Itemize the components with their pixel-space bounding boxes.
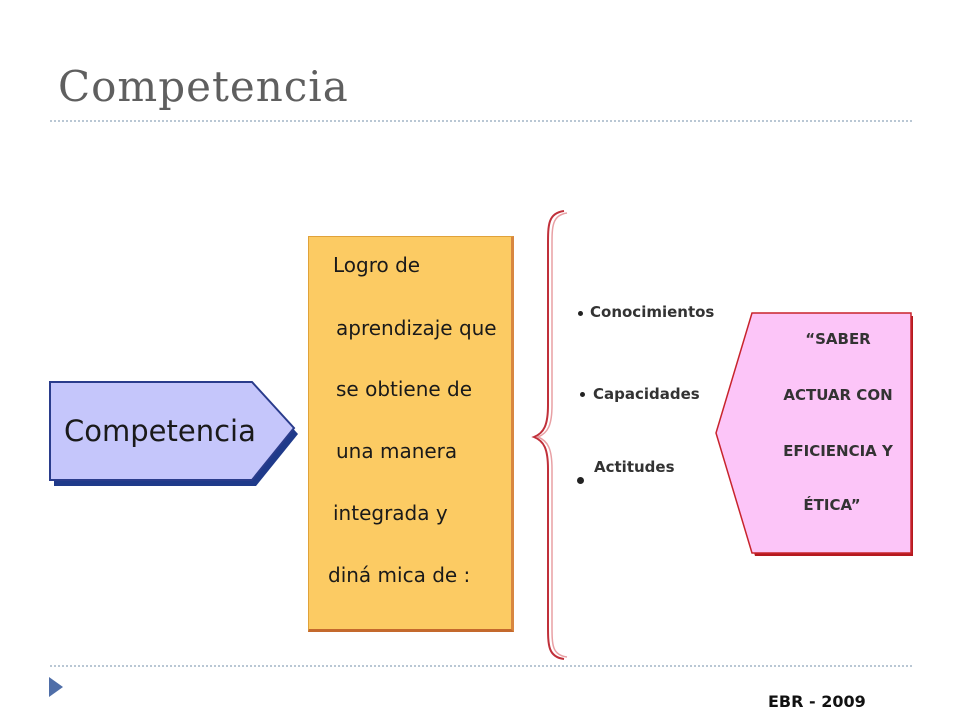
result-line: ÉTICA”	[803, 496, 861, 514]
title-divider	[50, 120, 912, 122]
slide-title: Competencia	[58, 62, 349, 111]
definition-line: integrada y	[333, 501, 448, 525]
footer-text: EBR - 2009	[768, 692, 866, 711]
definition-line: Logro de	[333, 253, 421, 277]
competencia-label: Competencia	[64, 414, 256, 448]
bullet-icon	[577, 477, 584, 484]
result-line: ACTUAR CON	[783, 386, 893, 404]
definition-line: diná mica de :	[328, 563, 471, 587]
component-item: Actitudes	[594, 458, 675, 476]
component-item: Conocimientos	[590, 303, 715, 321]
component-item: Capacidades	[593, 385, 700, 403]
result-shape	[715, 312, 913, 556]
bullet-icon	[578, 311, 583, 316]
definition-line: aprendizaje que	[336, 316, 497, 340]
definition-line: se obtiene de	[336, 377, 473, 401]
footer-divider	[50, 665, 912, 667]
competencia-arrow-shape	[49, 381, 298, 486]
definition-line: una manera	[336, 439, 458, 463]
result-line: EFICIENCIA Y	[783, 442, 893, 460]
curly-brace-shape	[531, 210, 568, 660]
definition-box	[308, 236, 514, 632]
triangle-right-icon[interactable]	[48, 676, 64, 698]
result-line: “SABER	[805, 330, 871, 348]
bullet-icon	[580, 392, 585, 397]
